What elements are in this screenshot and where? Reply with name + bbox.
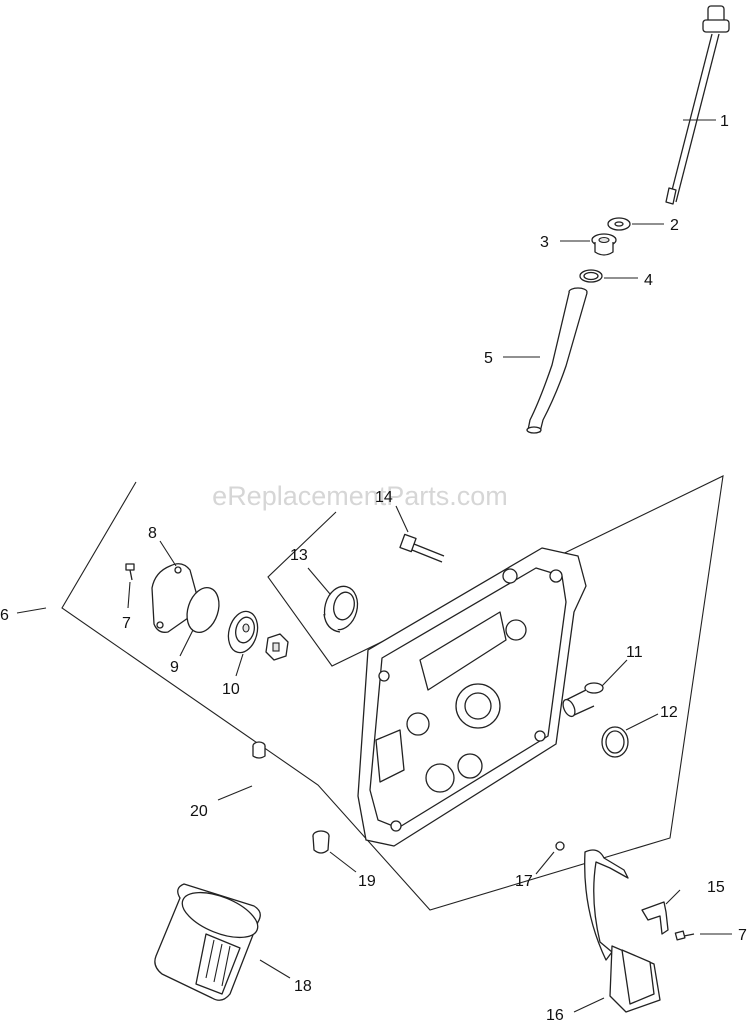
callout-9: 9 <box>170 659 179 676</box>
pickup-tube-part <box>584 849 661 1013</box>
small-o-ring-part <box>555 841 565 851</box>
callout-16: 16 <box>546 1007 564 1021</box>
plug-part <box>252 741 266 759</box>
gasket-part <box>186 586 220 634</box>
screw-part-right <box>674 930 695 941</box>
closure-plate-part <box>357 547 587 847</box>
oil-filter-part <box>154 883 261 1001</box>
callout-10: 10 <box>222 681 240 698</box>
callout-11: 11 <box>626 644 643 661</box>
callout-5: 5 <box>484 350 493 367</box>
callout-2: 2 <box>670 217 679 234</box>
callout-18: 18 <box>294 978 312 995</box>
dipstick-tube-part <box>526 287 588 434</box>
callout-6: 6 <box>0 607 9 624</box>
grommet-part <box>591 233 617 256</box>
watermark: eReplacementParts.com <box>212 481 508 511</box>
callout-12: 12 <box>660 704 678 721</box>
callout-labels: 1 2 3 4 5 6 7 8 9 10 11 12 13 14 15 16 1… <box>0 113 747 1021</box>
callout-20: 20 <box>190 803 208 820</box>
bolt-part <box>399 533 445 563</box>
dipstick-part <box>665 5 730 205</box>
rotor-set-part <box>227 610 289 661</box>
callout-13: 13 <box>290 547 308 564</box>
callout-4: 4 <box>644 272 653 289</box>
callout-15: 15 <box>707 879 725 896</box>
cover-plate-part <box>151 563 197 633</box>
callout-1: 1 <box>720 113 729 130</box>
callout-8: 8 <box>148 525 157 542</box>
oil-seal-part <box>323 585 359 633</box>
callout-7-right: 7 <box>738 927 747 944</box>
callout-19: 19 <box>358 873 376 890</box>
fitting-part <box>562 682 604 718</box>
leader-lines <box>16 119 732 1013</box>
callout-17: 17 <box>515 873 533 890</box>
callout-14: 14 <box>375 489 393 506</box>
kit-frame <box>61 475 724 911</box>
callout-3: 3 <box>540 234 549 251</box>
callout-7-left: 7 <box>122 615 131 632</box>
screw-part-left <box>125 563 135 581</box>
drain-plug-part <box>312 830 330 854</box>
bracket-part <box>641 901 669 935</box>
